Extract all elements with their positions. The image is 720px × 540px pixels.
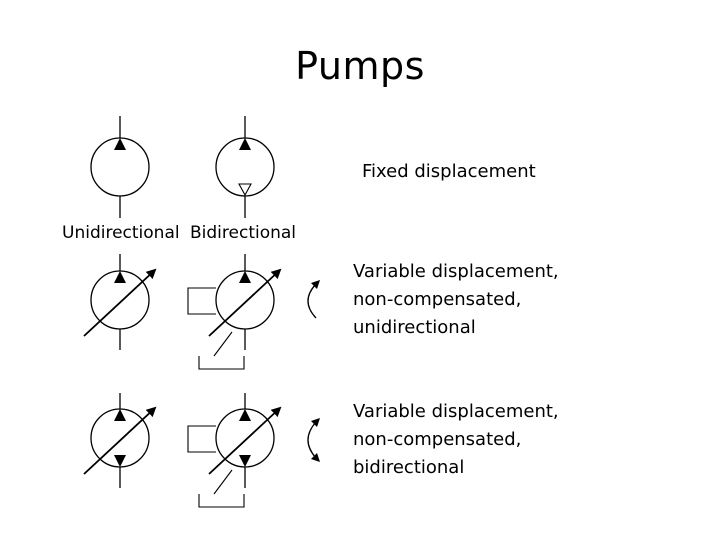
- bidirectional-label: Bidirectional: [190, 223, 297, 243]
- slide-title: Pumps: [295, 44, 425, 88]
- variable-bidirectional-pump-symbol: [83, 393, 157, 488]
- variable-unidirectional-controlled-pump-symbol: [187, 254, 320, 370]
- fixed-displacement-label: Fixed displacement: [362, 161, 536, 182]
- variable-bidirectional-line-1: Variable displacement,: [353, 401, 559, 422]
- variable-bidirectional-controlled-pump-symbol: [187, 393, 320, 508]
- unidirectional-label: Unidirectional: [62, 223, 180, 243]
- variable-bidirectional-label: Variable displacement, non-compensated, …: [353, 398, 559, 482]
- variable-unidirectional-pump-symbol: [83, 254, 157, 350]
- fixed-unidirectional-pump-symbol: [90, 116, 150, 218]
- variable-unidirectional-label: Variable displacement, non-compensated, …: [353, 258, 559, 342]
- fixed-bidirectional-pump-symbol: [215, 116, 275, 218]
- variable-unidirectional-line-1: Variable displacement,: [353, 261, 559, 282]
- variable-bidirectional-line-3: bidirectional: [353, 457, 465, 478]
- variable-unidirectional-line-2: non-compensated,: [353, 289, 522, 310]
- variable-unidirectional-line-3: unidirectional: [353, 317, 476, 338]
- variable-bidirectional-line-2: non-compensated,: [353, 429, 522, 450]
